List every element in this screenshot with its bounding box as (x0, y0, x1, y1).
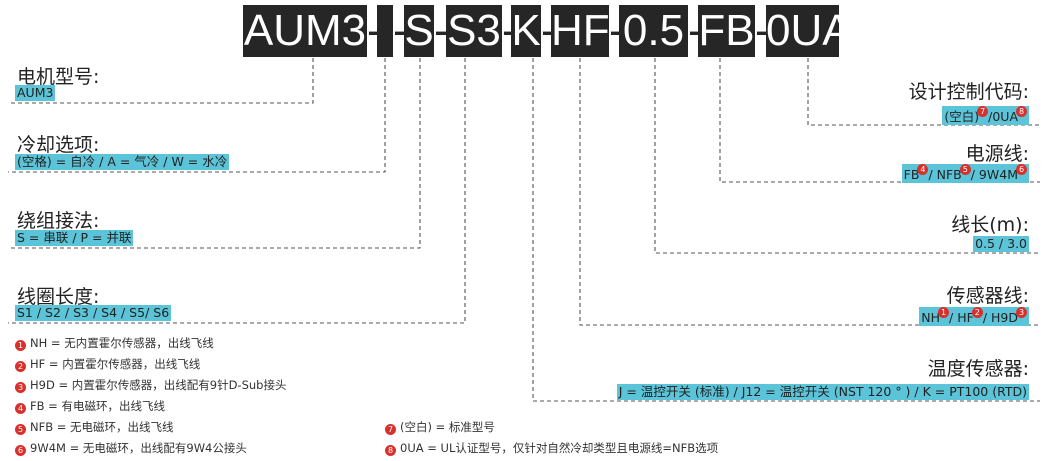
winding-title: 绕组接法: (17, 210, 100, 232)
design-code-0ua: /0UA (988, 109, 1018, 124)
power-cable-9w4m: / 9W4M (970, 167, 1018, 182)
power-cable-value: FB4/ NFB5/ 9W4M6 (901, 164, 1029, 183)
note-text: NH = 无内置霍尔传感器，出线飞线 (30, 336, 214, 350)
note-1: 1 NH = 无内置霍尔传感器，出线飞线 (15, 335, 214, 351)
note-badge: 1 (15, 340, 26, 351)
motor-model-value: AUM3 (15, 85, 56, 101)
winding-value: S = 串联 / P = 并联 (15, 230, 134, 246)
power-cable-fb: FB (903, 167, 920, 182)
badge-6: 6 (1016, 164, 1027, 175)
note-badge: 7 (385, 424, 396, 435)
sensor-cable-nh: NH (921, 310, 941, 325)
temp-sensor-title: 温度传感器: (927, 358, 1029, 380)
note-5: 5 NFB = 无电磁环，出线飞线 (15, 419, 174, 435)
coil-length-value: S1 / S2 / S3 / S4 / S5/ S6 (15, 305, 172, 321)
cooling-option-title: 冷却选项: (17, 134, 100, 156)
temp-sensor-value: J = 温控开关 (标准) / J12 = 温控开关 (NST 120 ° ) … (616, 384, 1029, 400)
code-seg-sensor: HF (551, 5, 610, 57)
note-text: 0UA = UL认证型号，仅针对自然冷却类型且电源线=NFB选项 (400, 441, 719, 455)
cable-length-title: 线长(m): (951, 214, 1029, 236)
badge-7: 7 (977, 106, 989, 117)
badge-4: 4 (917, 164, 929, 175)
badge-3: 3 (1016, 307, 1027, 318)
badge-5: 5 (959, 164, 971, 175)
code-seg-power: FB (698, 5, 755, 57)
code-seg-length: 0.5 (619, 5, 688, 57)
note-badge: 4 (15, 403, 26, 414)
note-badge: 6 (15, 445, 26, 456)
code-seg-model: AUM3 (243, 5, 367, 57)
note-badge: 8 (385, 445, 396, 456)
coil-length-title: 线圈长度: (17, 286, 100, 308)
motor-model-title: 电机型号: (17, 66, 100, 88)
cable-length-value: 0.5 / 3.0 (973, 236, 1029, 252)
code-seg-cooling (377, 5, 393, 57)
note-text: (空白) = 标准型号 (400, 420, 495, 434)
badge-2: 2 (971, 307, 983, 318)
note-text: 9W4M = 无电磁环，出线配有9W4公接头 (30, 441, 247, 455)
power-cable-nfb: / NFB (928, 167, 962, 182)
badge-8: 8 (1016, 106, 1027, 117)
sensor-cable-h9d: / H9D (982, 310, 1018, 325)
sensor-cable-value: NH1/ HF2/ H9D3 (919, 307, 1029, 326)
code-seg-temp: K (511, 5, 541, 57)
note-badge: 2 (15, 361, 26, 372)
code-seg-winding: S (404, 5, 434, 57)
code-seg-coil: S3 (446, 5, 502, 57)
design-code-value: (空白)7/0UA8 (942, 106, 1029, 125)
power-cable-title: 电源线: (965, 143, 1029, 165)
design-code-blank: (空白) (944, 109, 980, 124)
design-code-title: 设计控制代码: (908, 81, 1029, 103)
note-text: FB = 有电磁环，出线飞线 (30, 399, 165, 413)
code-seg-design: 0UA (766, 5, 852, 57)
note-6: 6 9W4M = 无电磁环，出线配有9W4公接头 (15, 440, 247, 456)
note-3: 3 H9D = 内置霍尔传感器，出线配有9针D-Sub接头 (15, 377, 286, 393)
note-text: NFB = 无电磁环，出线飞线 (30, 420, 174, 434)
sensor-cable-hf: / HF (949, 310, 974, 325)
badge-1: 1 (938, 307, 950, 318)
note-8: 8 0UA = UL认证型号，仅针对自然冷却类型且电源线=NFB选项 (385, 440, 718, 456)
note-2: 2 HF = 内置霍尔传感器，出线飞线 (15, 356, 200, 372)
code-sep: - (434, 6, 449, 55)
note-badge: 5 (15, 424, 26, 435)
note-text: H9D = 内置霍尔传感器，出线配有9针D-Sub接头 (30, 378, 287, 392)
sensor-cable-title: 传感器线: (946, 285, 1029, 307)
note-4: 4 FB = 有电磁环，出线飞线 (15, 398, 165, 414)
note-text: HF = 内置霍尔传感器，出线飞线 (30, 357, 201, 371)
cooling-option-value: (空格) = 自冷 / A = 气冷 / W = 水冷 (15, 154, 230, 170)
note-7: 7 (空白) = 标准型号 (385, 419, 495, 435)
note-badge: 3 (15, 382, 26, 393)
